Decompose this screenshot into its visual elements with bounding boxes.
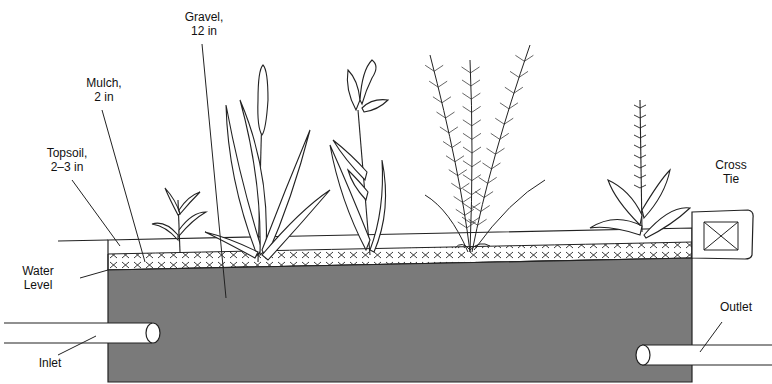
part-label: Outlet [712, 300, 760, 314]
iris-plant [330, 60, 388, 255]
gravel-bed [108, 258, 692, 382]
inlet-pipe [4, 323, 160, 343]
part-label: Mulch, 2 in [80, 76, 128, 104]
spike-florets [634, 105, 646, 188]
ground-line [58, 240, 108, 241]
part-label: Water Level [14, 264, 62, 292]
grass-fronds [425, 55, 533, 228]
cross-tie-block [692, 210, 753, 259]
cattail-plant [205, 65, 330, 262]
spike-plant [590, 100, 690, 238]
small-plant [152, 188, 206, 252]
part-label: Topsoil, 2–3 in [40, 146, 94, 174]
grass-plant [425, 45, 545, 252]
part-label: Cross Tie [706, 158, 756, 186]
leader-lines [58, 44, 722, 355]
part-label: Gravel, 12 in [180, 10, 228, 38]
part-label: Inlet [30, 356, 70, 370]
outlet-pipe [636, 345, 772, 365]
